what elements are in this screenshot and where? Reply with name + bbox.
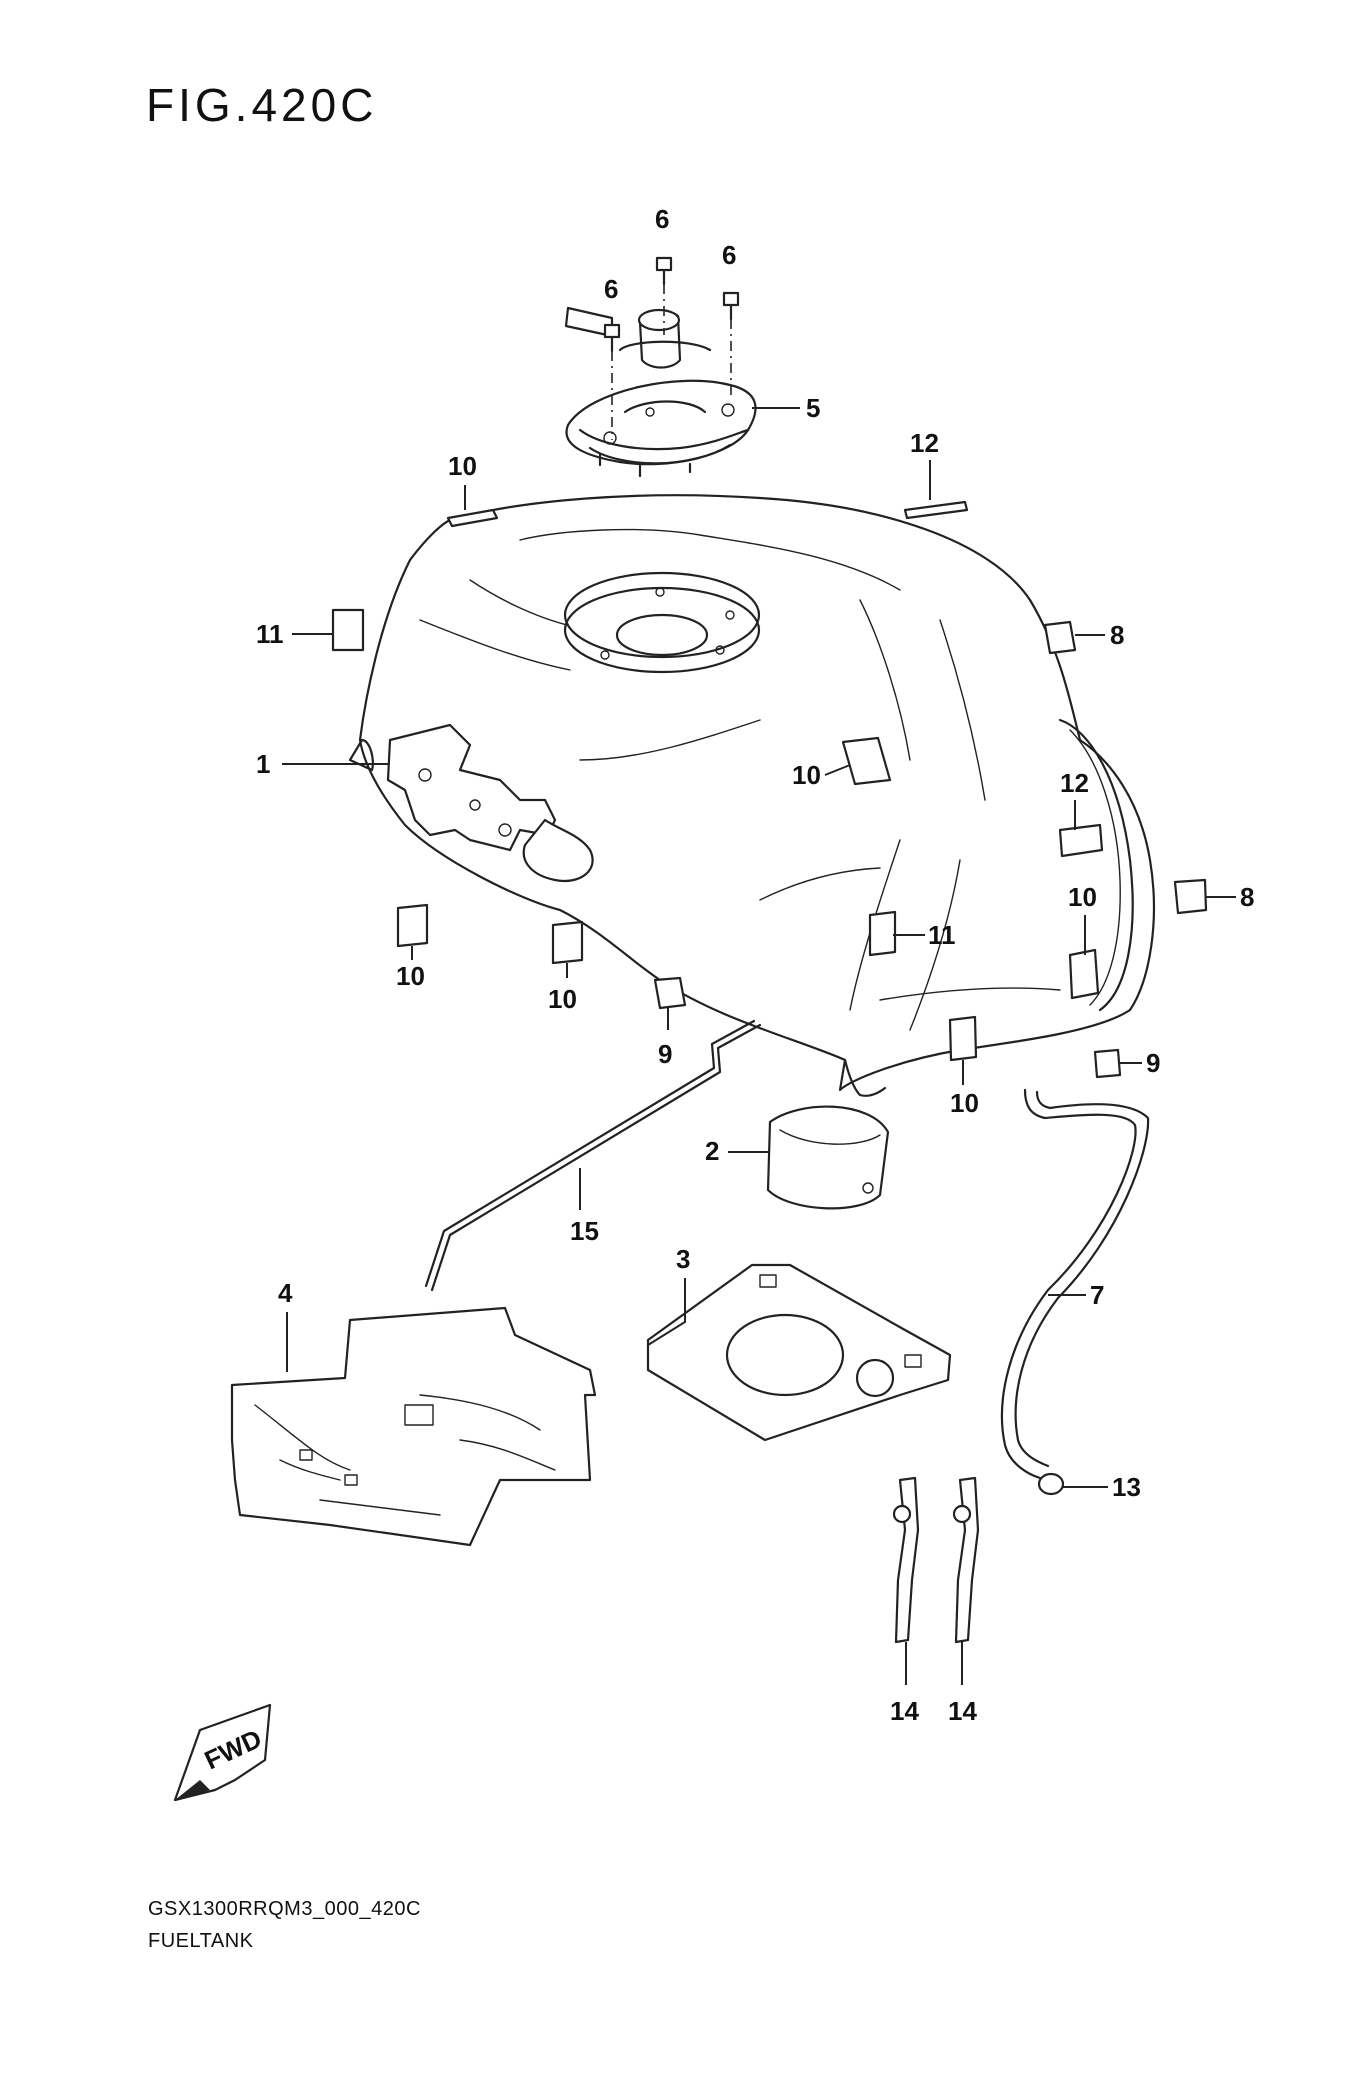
callout-13: 13 xyxy=(1112,1472,1141,1502)
callout-10-low-left: 10 xyxy=(396,961,425,991)
callout-10-right: 10 xyxy=(1068,882,1097,912)
callout-2: 2 xyxy=(705,1136,719,1166)
callout-6-top: 6 xyxy=(655,204,669,234)
callout-9-right: 9 xyxy=(1146,1048,1160,1078)
callout-8-lower: 8 xyxy=(1240,882,1254,912)
callout-6-left: 6 xyxy=(604,274,618,304)
callout-10-top: 10 xyxy=(448,451,477,481)
gasket-part xyxy=(646,1263,952,1442)
callout-10-bottom: 10 xyxy=(950,1088,979,1118)
callout-12-mid: 12 xyxy=(1060,768,1089,798)
callout-5: 5 xyxy=(806,393,820,423)
section-name: FUELTANK xyxy=(148,1930,254,1952)
cushion-parts xyxy=(331,500,1104,1062)
tank-bracket xyxy=(386,723,594,883)
clip-parts xyxy=(653,620,1208,1079)
callout-11-left: 11 xyxy=(256,619,284,649)
callout-14-right: 14 xyxy=(948,1696,977,1726)
rod-part xyxy=(424,1019,762,1292)
callouts: 6 6 6 5 10 12 11 8 1 10 12 8 10 11 xyxy=(256,204,1254,1726)
callout-6-right: 6 xyxy=(722,240,736,270)
plate-part xyxy=(230,1306,597,1547)
callout-10-mid: 10 xyxy=(792,760,821,790)
callout-4: 4 xyxy=(278,1278,293,1308)
latch-parts xyxy=(892,1476,980,1644)
screw-icons xyxy=(603,256,740,440)
model-code: GSX1300RRQM3_000_420C xyxy=(148,1898,421,1920)
callout-15: 15 xyxy=(570,1216,599,1246)
hose-part xyxy=(1000,1088,1150,1496)
callout-14-left: 14 xyxy=(890,1696,919,1726)
callout-12-top: 12 xyxy=(910,428,939,458)
callout-9-left: 9 xyxy=(658,1039,672,1069)
callout-8-upper: 8 xyxy=(1110,620,1124,650)
fwd-arrow-icon: FWD xyxy=(173,1703,272,1802)
figure-title: FIG.420C xyxy=(146,79,378,131)
band-part xyxy=(766,1105,890,1210)
fuel-cap-assembly xyxy=(564,306,757,478)
callout-3: 3 xyxy=(676,1244,690,1274)
callout-1: 1 xyxy=(256,749,270,779)
callout-10-low-mid: 10 xyxy=(548,984,577,1014)
callout-11-mid: 11 xyxy=(928,920,956,950)
callout-7: 7 xyxy=(1090,1280,1104,1310)
